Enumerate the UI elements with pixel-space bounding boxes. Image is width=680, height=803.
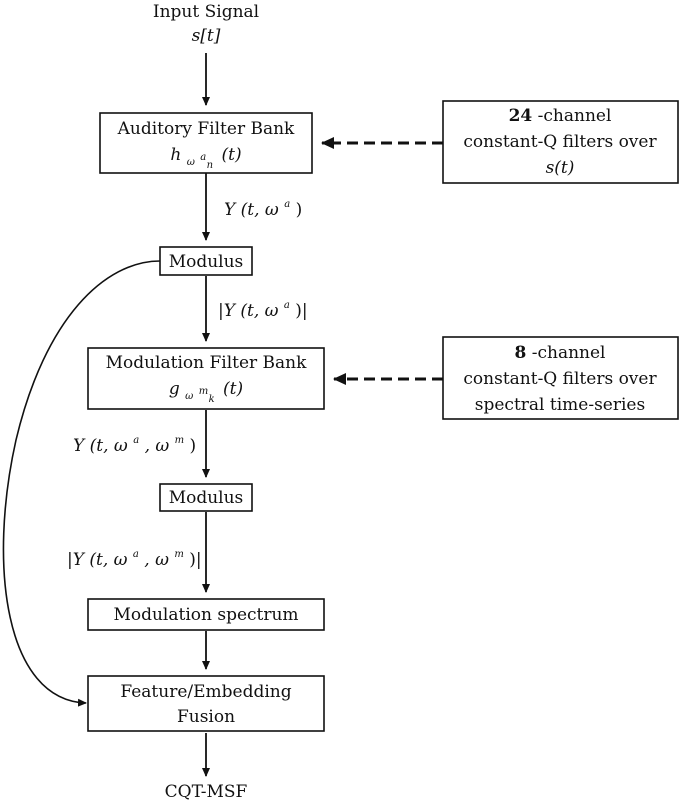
input-symbol: s[t] bbox=[192, 26, 221, 46]
auditory-side-note-line-1: 24 -channel bbox=[509, 106, 612, 126]
edge-label-abs-y-t-wa-prefix: |Y bbox=[218, 301, 237, 321]
edge-label-abs-y-t-wa-suffix: )| bbox=[295, 301, 307, 321]
modulation-filter-bank-math-subscript-base: ω bbox=[185, 391, 193, 402]
modulation-filter-bank-label: Modulation Filter Bank bbox=[106, 353, 308, 373]
fusion-label-line-2: Fusion bbox=[177, 707, 235, 727]
modulation-filter-bank-math-argument: (t) bbox=[223, 379, 243, 399]
edge-label-y-t-wa-wm-prefix: Y bbox=[73, 436, 86, 456]
edge-label-abs-y-t-wa-wm-middle: , ω bbox=[144, 550, 169, 570]
auditory-filter-bank-math-subscript-subscript: n bbox=[207, 160, 213, 171]
edge-label-abs-y-t-wa-wm-body: (t, ω bbox=[89, 550, 127, 570]
auditory-side-note-line-3: s(t) bbox=[546, 158, 575, 178]
edge-label-abs-y-t-wa-wm-sup-2: m bbox=[174, 549, 183, 560]
edge-label-abs-y-t-wa-sup: a bbox=[284, 300, 290, 311]
modulus-1-box bbox=[159, 246, 253, 276]
auditory-filter-bank-math: h ω a n (t) bbox=[170, 145, 241, 173]
edge-label-y-t-wa-wm-suffix: ) bbox=[190, 436, 197, 456]
edge-label-y-t-wa-prefix: Y bbox=[224, 200, 237, 220]
edge-label-abs-y-t-wa-wm: |Y (t, ω a , ω m )| bbox=[67, 542, 202, 570]
auditory-side-note-line-2: constant-Q filters over bbox=[463, 132, 657, 152]
fusion-label-line-1: Feature/Embedding bbox=[120, 682, 291, 702]
edge-label-abs-y-t-wa-body: (t, ω bbox=[240, 301, 278, 321]
edge-label-abs-y-t-wa: |Y (t, ω a )| bbox=[218, 293, 308, 321]
modulation-side-note-line-3: spectral time-series bbox=[475, 395, 645, 415]
modulation-filter-bank-math-subscript-superscript: m bbox=[199, 386, 208, 397]
edge-label-abs-y-t-wa-wm-prefix: |Y bbox=[67, 550, 86, 570]
auditory-side-note-channel-suffix: -channel bbox=[538, 106, 612, 126]
edge-label-abs-y-t-wa-wm-sup-1: a bbox=[133, 549, 139, 560]
edge-label-y-t-wa-body: (t, ω bbox=[241, 200, 279, 220]
modulus-1-label: Modulus bbox=[169, 252, 244, 272]
modulation-side-note-channel-suffix: -channel bbox=[532, 343, 606, 363]
modulation-spectrum-label: Modulation spectrum bbox=[113, 605, 298, 625]
auditory-side-note-count: 24 bbox=[509, 106, 533, 126]
modulation-filter-bank-box bbox=[87, 347, 325, 410]
modulation-side-note-count: 8 bbox=[515, 343, 527, 363]
modulus-2-box bbox=[159, 483, 253, 512]
auditory-filter-bank-math-subscript-base: ω bbox=[187, 157, 195, 168]
edge-label-y-t-wa-wm-body: (t, ω bbox=[90, 436, 128, 456]
edge-label-y-t-wa-wm-middle: , ω bbox=[145, 436, 170, 456]
edge-label-y-t-wa-wm: Y (t, ω a , ω m ) bbox=[73, 428, 196, 456]
edge-label-y-t-wa-suffix: ) bbox=[296, 200, 303, 220]
output-label: CQT-MSF bbox=[165, 782, 248, 802]
edge-label-y-t-wa-wm-sup-1: a bbox=[133, 435, 139, 446]
modulation-filter-bank-math: g ω m k (t) bbox=[169, 379, 243, 407]
curved-bypass-arrow bbox=[2, 260, 161, 707]
edge-label-y-t-wa-wm-sup-2: m bbox=[175, 435, 184, 446]
modulation-side-note-box bbox=[442, 336, 679, 420]
modulation-filter-bank-math-subscript-subscript: k bbox=[209, 394, 215, 405]
edge-label-abs-y-t-wa-wm-suffix: )| bbox=[189, 550, 201, 570]
auditory-filter-bank-math-argument: (t) bbox=[222, 145, 242, 165]
modulation-filter-bank-math-base: g bbox=[169, 379, 180, 399]
auditory-filter-bank-box bbox=[99, 112, 313, 174]
auditory-filter-bank-math-subscript-superscript: a bbox=[200, 152, 206, 163]
auditory-filter-bank-label: Auditory Filter Bank bbox=[117, 119, 295, 139]
edge-label-y-t-wa: Y (t, ω a ) bbox=[224, 192, 302, 220]
auditory-side-note-box bbox=[442, 100, 679, 184]
auditory-filter-bank-math-base: h bbox=[170, 145, 181, 165]
modulus-2-label: Modulus bbox=[169, 488, 244, 508]
input-title: Input Signal bbox=[153, 2, 259, 22]
modulation-side-note-line-2: constant-Q filters over bbox=[463, 369, 657, 389]
modulation-spectrum-box bbox=[87, 598, 325, 631]
edge-label-y-t-wa-sup: a bbox=[284, 199, 290, 210]
fusion-box bbox=[87, 675, 325, 732]
modulation-side-note-line-1: 8 -channel bbox=[515, 343, 606, 363]
